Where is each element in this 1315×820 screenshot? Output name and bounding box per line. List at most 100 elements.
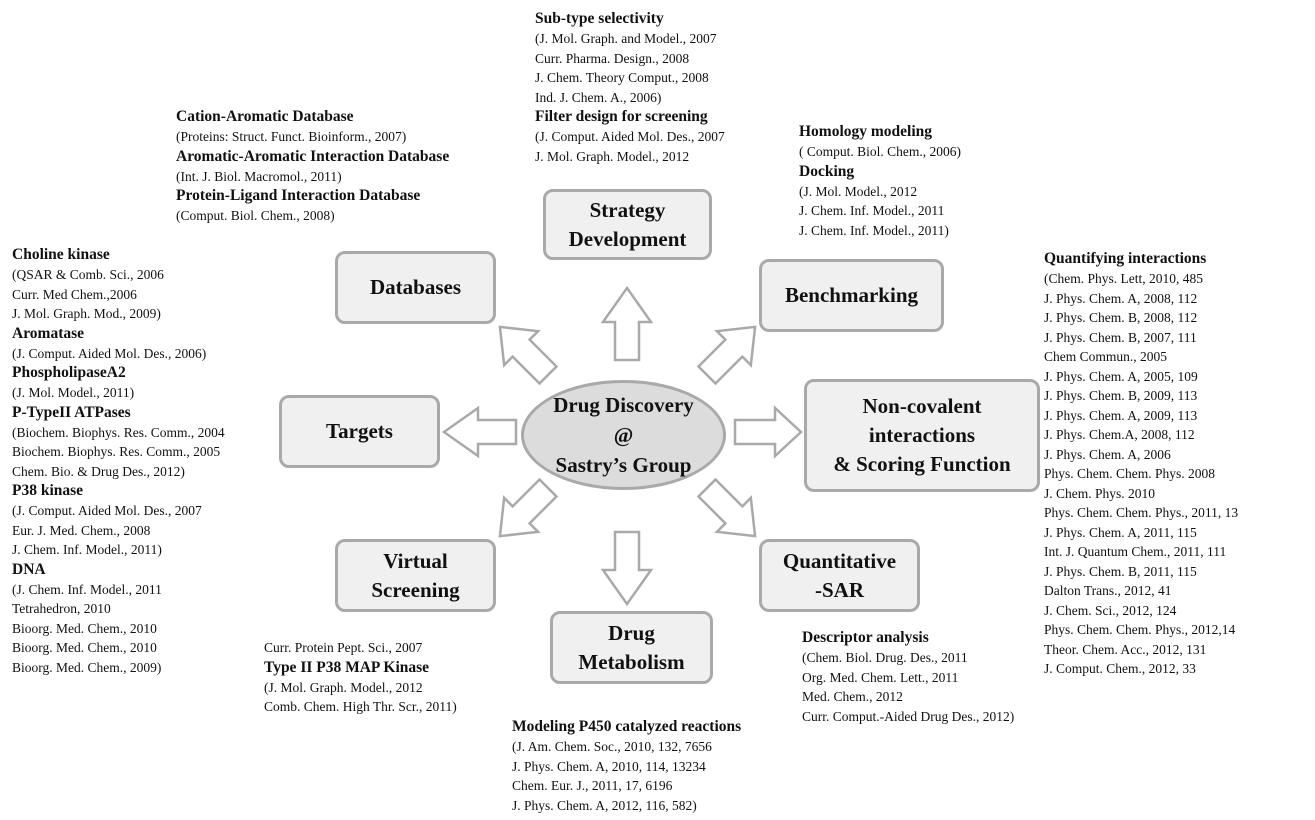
reference-line: Comb. Chem. High Thr. Scr., 2011) [264,699,457,714]
arrow-to-databases [498,325,559,386]
arrow-to-targets [441,405,518,459]
section-heading: Aromatic-Aromatic Interaction Database [176,147,450,165]
reference-line: J. Phys. Chem. A, 2011, 115 [1044,524,1197,540]
section-heading: P38 kinase [12,482,84,499]
reference-line: (J. Am. Chem. Soc., 2010, 132, 7656 [512,739,712,754]
reference-line: Phys. Chem. Chem. Phys., 2012,14 [1044,622,1236,637]
reference-line: J. Chem. Inf. Model., 2011) [799,222,949,238]
reference-line: Med. Chem., 2012 [802,689,903,704]
reference-line: J. Phys. Chem. B, 2011, 115 [1044,563,1197,579]
reference-line: (QSAR & Comb. Sci., 2006 [12,267,164,282]
reference-line: (J. Comput. Aided Mol. Des., 2007 [535,129,725,144]
reference-line: Chem. Eur. J., 2011, 17, 6196 [512,778,673,793]
section-heading: P-TypeII ATPases [12,403,131,421]
node-quantitative-sar: Quantitative -SAR [759,539,920,612]
reference-line: J. Phys. Chem. B, 2009, 113 [1044,388,1198,403]
refs-databases: Cation-Aromatic Database (Proteins: Struc… [176,107,449,226]
reference-line: Ind. J. Chem. A., 2006) [535,89,662,105]
reference-line: J. Mol. Graph. Model., 2012 [535,148,690,164]
reference-line: (Comput. Biol. Chem., 2008) [176,208,335,223]
reference-line: Curr. Protein Pept. Sci., 2007 [264,640,423,655]
node-databases: Databases [335,251,496,324]
reference-line: (Chem. Phys. Lett, 2010, 485 [1044,271,1203,286]
reference-line: Bioorg. Med. Chem., 2009) [12,659,162,675]
reference-line: Eur. J. Med. Chem., 2008 [12,522,151,538]
reference-line: Org. Med. Chem. Lett., 2011 [802,669,959,685]
reference-line: (J. Mol. Graph. Model., 2012 [264,679,423,695]
section-heading: Sub-type selectivity [535,10,664,27]
section-heading: Modeling P450 catalyzed reactions [512,718,742,735]
section-heading: Aromatase [12,324,85,342]
refs-noncovalent: Quantifying interactions (Chem. Phys. Let… [1044,249,1238,679]
reference-line: (Int. J. Biol. Macromol., 2011) [176,168,342,184]
section-heading: Quantifying interactions [1044,250,1207,267]
node-strategy-development: Strategy Development [543,189,712,260]
reference-line: Phys. Chem. Chem. Phys., 2011, 13 [1044,505,1239,520]
refs-metabolism: Modeling P450 catalyzed reactions (J. Am.… [512,717,741,815]
reference-line: Theor. Chem. Acc., 2012, 131 [1044,641,1207,657]
arrow-to-virtual [498,477,559,538]
reference-line: J. Phys. Chem. A, 2009, 113 [1044,407,1198,423]
reference-line: (J. Mol. Model., 2012 [799,183,918,199]
section-heading: Descriptor analysis [802,629,929,646]
reference-line: (J. Mol. Model., 2011) [12,385,135,400]
arrow-to-noncovalent [733,405,803,459]
reference-line: J. Chem. Theory Comput., 2008 [535,70,709,85]
arrow-to-metabolism [600,530,654,607]
section-heading: PhospholipaseA2 [12,364,126,381]
reference-line: (J. Comput. Aided Mol. Des., 2006) [12,345,207,361]
reference-line: J. Chem. Inf. Model., 2011) [12,542,162,557]
reference-line: J. Mol. Graph. Mod., 2009) [12,306,161,321]
reference-line: J. Phys. Chem. A, 2005, 109 [1044,368,1198,384]
section-heading: Protein-Ligand Interaction Database [176,187,421,204]
reference-line: Bioorg. Med. Chem., 2010 [12,640,157,655]
section-heading: Docking [799,162,855,180]
reference-line: (J. Chem. Inf. Model., 2011 [12,581,162,597]
reference-line: Curr. Pharma. Design., 2008 [535,50,690,66]
arrow-to-qsar [696,477,757,538]
reference-line: J. Phys. Chem. A, 2010, 114, 13234 [512,758,706,774]
reference-line: Curr. Med Chem.,2006 [12,286,137,302]
reference-line: J. Phys. Chem. A, 2012, 116, 582) [512,797,697,813]
reference-line: Phys. Chem. Chem. Phys. 2008 [1044,466,1216,481]
reference-line: (Chem. Biol. Drug. Des., 2011 [802,650,968,665]
reference-line: J. Phys. Chem.A, 2008, 112 [1044,427,1195,442]
center-node: Drug Discovery @ Sastry’s Group [521,380,726,490]
reference-line: J. Phys. Chem. B, 2007, 111 [1044,329,1197,345]
reference-line: Biochem. Biophys. Res. Comm., 2005 [12,444,221,459]
section-heading: Cation-Aromatic Database [176,108,354,125]
node-noncovalent-interactions: Non-covalent interactions & Scoring Func… [804,379,1040,492]
reference-line: J. Chem. Sci., 2012, 124 [1044,602,1177,618]
reference-line: Chem Commun., 2005 [1044,349,1168,364]
arrow-to-strategy [600,285,654,362]
node-targets: Targets [279,395,440,468]
node-drug-metabolism: Drug Metabolism [550,611,713,684]
reference-line: ( Comput. Biol. Chem., 2006) [799,144,961,159]
section-heading: Type II P38 MAP Kinase [264,658,430,676]
refs-benchmarking: Homology modeling ( Comput. Biol. Chem., … [799,122,961,240]
reference-line: (Proteins: Struct. Funct. Bioinform., 20… [176,129,407,144]
reference-line: (J. Mol. Graph. and Model., 2007 [535,31,717,46]
reference-line: Dalton Trans., 2012, 41 [1044,583,1172,598]
section-heading: Homology modeling [799,123,933,140]
node-virtual-screening: Virtual Screening [335,539,496,612]
reference-line: J. Phys. Chem. B, 2008, 112 [1044,310,1198,325]
section-heading: Choline kinase [12,246,110,263]
reference-line: (Biochem. Biophys. Res. Comm., 2004 [12,424,225,440]
arrow-to-benchmarking [696,325,757,386]
reference-line: J. Phys. Chem. A, 2006 [1044,446,1171,462]
reference-line: Bioorg. Med. Chem., 2010 [12,620,157,636]
section-heading: Filter design for screening [535,108,708,125]
section-heading: DNA [12,560,46,578]
reference-line: Int. J. Quantum Chem., 2011, 111 [1044,544,1227,559]
reference-line: J. Chem. Inf. Model., 2011 [799,203,945,218]
reference-line: J. Chem. Phys. 2010 [1044,485,1156,501]
reference-line: Tetrahedron, 2010 [12,601,111,616]
reference-line: J. Phys. Chem. A, 2008, 112 [1044,290,1198,306]
node-benchmarking: Benchmarking [759,259,944,332]
refs-strategy: Sub-type selectivity (J. Mol. Graph. and … [535,9,725,166]
reference-line: J. Comput. Chem., 2012, 33 [1044,661,1196,676]
